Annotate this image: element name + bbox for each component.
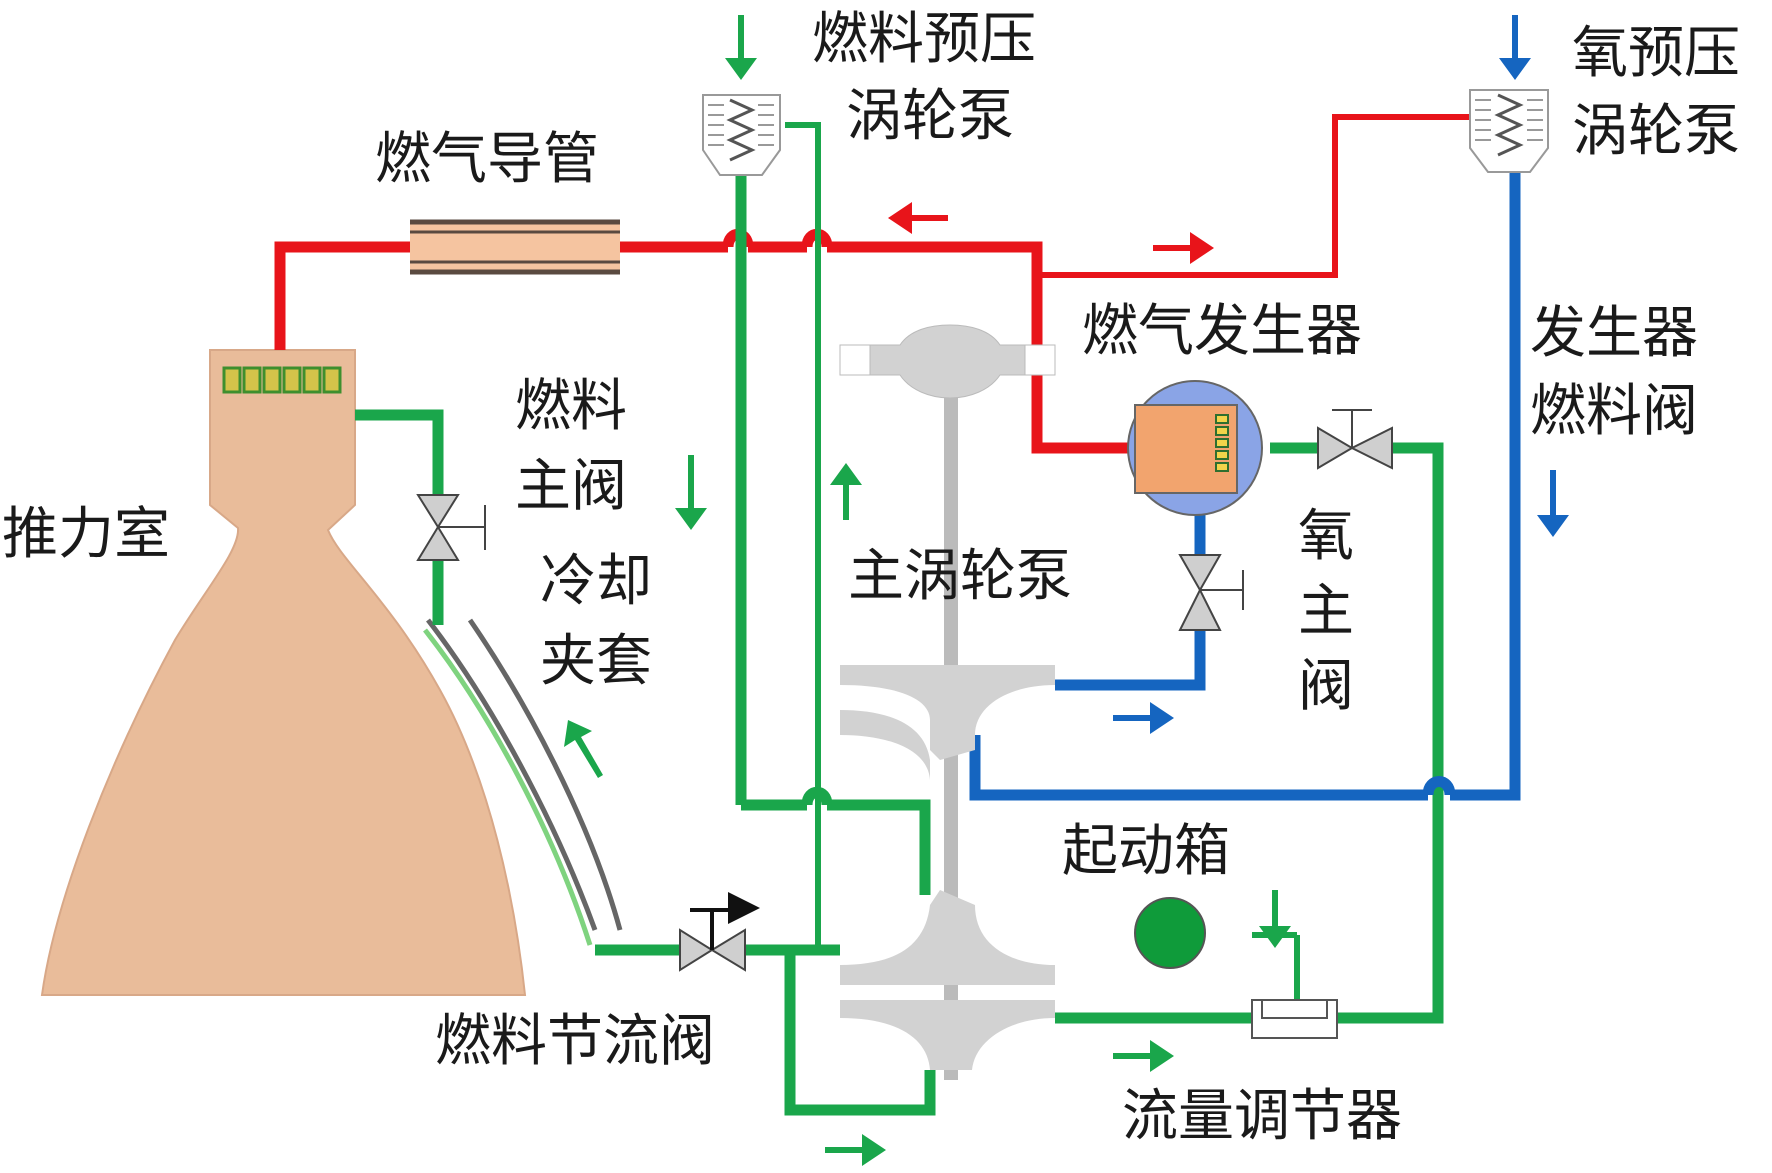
- label-ox-main-valve-1: 氧: [1298, 504, 1354, 569]
- cooling-jacket: [426, 618, 623, 931]
- label-fuel-main-valve-1: 燃料: [515, 374, 627, 439]
- label-gas-generator: 燃气发生器: [1082, 299, 1362, 364]
- label-ox-prepress-pump-1: 氧预压: [1572, 21, 1740, 86]
- gas-generator: [1127, 380, 1263, 516]
- thrust-chamber: [40, 349, 527, 996]
- label-cooling-jacket-1: 冷却: [540, 549, 652, 614]
- label-thrust-chamber: 推力室: [2, 502, 170, 567]
- labels: 燃料预压 涡轮泵 氧预压 涡轮泵 燃气导管 燃气发生器 发生器 燃料阀 燃料 主…: [2, 7, 1740, 1149]
- label-fuel-prepress-pump-1: 燃料预压: [812, 7, 1036, 72]
- main-turbine: [839, 324, 1056, 399]
- gen-fuel-valve: [1317, 409, 1393, 470]
- label-flow-regulator: 流量调节器: [1122, 1084, 1402, 1149]
- label-main-turbopump: 主涡轮泵: [848, 544, 1072, 609]
- fuel-prepress-turbine-line: [785, 122, 821, 950]
- label-fuel-throttle-valve: 燃料节流阀: [435, 1009, 715, 1074]
- label-fuel-main-valve-2: 主阀: [515, 454, 627, 519]
- fuel-throttle-valve: [679, 892, 760, 972]
- hot-gas-flow-arrows: [888, 202, 1214, 264]
- ox-main-valve: [1178, 554, 1244, 631]
- main-turbopump: [839, 324, 1056, 1080]
- fuel-flow-arrows: [564, 15, 1291, 1166]
- label-cooling-jacket-2: 夹套: [540, 629, 652, 694]
- flow-regulator: [1251, 999, 1338, 1039]
- oxidizer-main-pump: [840, 665, 1055, 760]
- label-start-tank: 起动箱: [1062, 819, 1230, 884]
- label-ox-main-valve-3: 阀: [1298, 654, 1354, 719]
- injector-ports: [222, 366, 342, 394]
- oxidizer-flow-arrows: [1113, 15, 1569, 734]
- ox-prepress-turbine-gas-line: [1037, 114, 1470, 278]
- cooling-jacket-flow: [423, 628, 593, 946]
- fuel-prepress-pump: [702, 94, 781, 176]
- label-ox-prepress-pump-2: 涡轮泵: [1572, 99, 1740, 164]
- label-gen-fuel-valve-2: 燃料阀: [1530, 379, 1698, 444]
- fuel-lines: [355, 165, 1444, 1116]
- fuel-main-pump: [840, 890, 1055, 985]
- label-ox-main-valve-2: 主: [1298, 579, 1354, 644]
- oxidizer-lines: [969, 160, 1521, 801]
- label-gas-duct: 燃气导管: [375, 127, 599, 192]
- gas-duct: [410, 219, 620, 275]
- fuel-main-valve: [416, 494, 486, 561]
- start-tank: [1134, 897, 1206, 969]
- label-gen-fuel-valve-1: 发生器: [1530, 301, 1698, 366]
- label-fuel-prepress-pump-2: 涡轮泵: [846, 84, 1014, 149]
- ox-prepress-pump: [1469, 89, 1549, 173]
